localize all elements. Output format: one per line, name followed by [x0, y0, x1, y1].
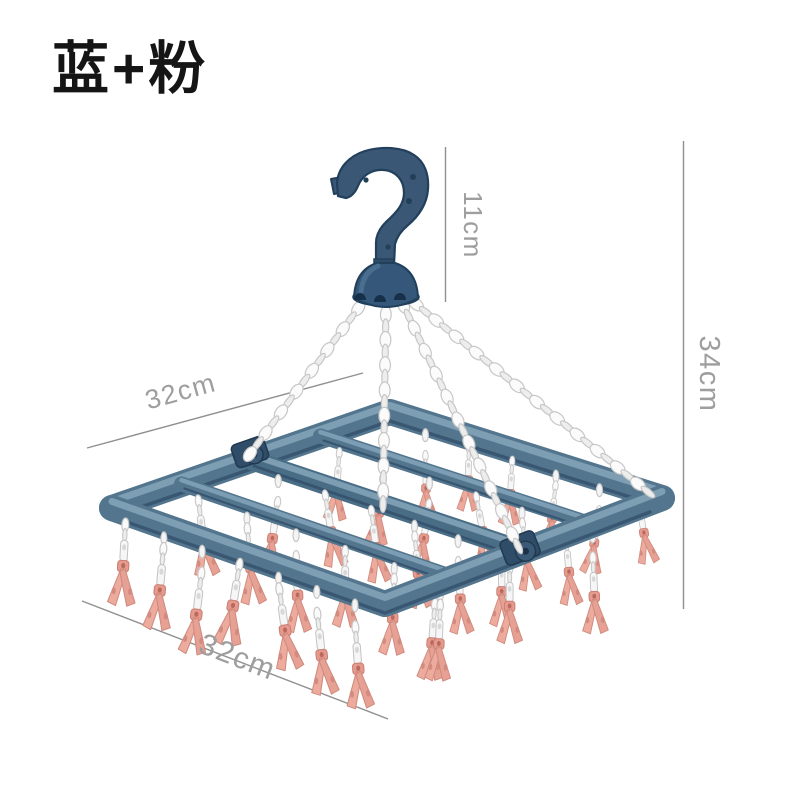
dimension-label-overall-height: 34cm [693, 336, 725, 413]
hook-body [335, 146, 430, 267]
dimension-lines [81, 141, 685, 720]
color-variant-title: 蓝+粉 [52, 37, 209, 101]
clip-row-front [106, 516, 376, 711]
clip-row-back [413, 428, 661, 577]
dimension-label-hook-height: 11cm [458, 191, 488, 259]
clip-row [254, 474, 515, 636]
frame-front-rail [99, 485, 675, 617]
dimension-line-side-top [86, 372, 364, 449]
dimension-label-side-top: 32cm [142, 367, 219, 415]
folding-center-bar [241, 450, 534, 561]
cross-bar [313, 428, 601, 532]
dimension-line-side-bottom [81, 600, 389, 720]
hanger-hook [330, 146, 430, 309]
cross-bar [174, 476, 462, 585]
